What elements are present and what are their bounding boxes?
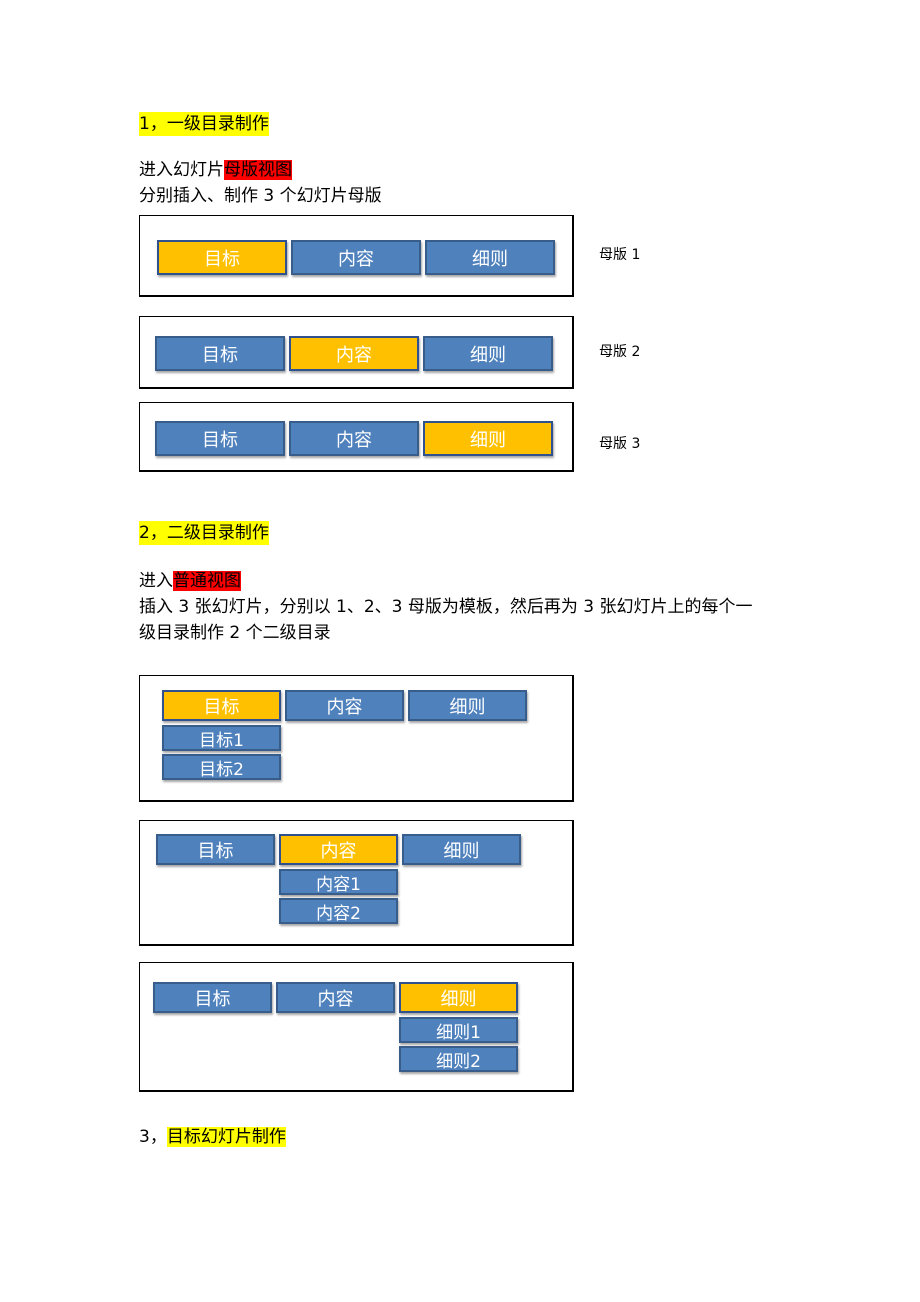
master-slide-3: 目标 内容 细则: [139, 402, 574, 472]
slide-3-tab-goal: 目标: [153, 982, 272, 1013]
section-3-heading: 3，目标幻灯片制作: [139, 1125, 286, 1149]
section-2-line-1: 进入普通视图: [139, 567, 241, 595]
slide-1-sub-2: 目标2: [162, 754, 281, 780]
master-3-tab-rules: 细则: [423, 421, 553, 456]
slide-2-sub-2: 内容2: [279, 898, 398, 924]
section-2-line-3: 级目录制作 2 个二级目录: [139, 623, 331, 643]
section-3-number: 3，: [139, 1127, 167, 1147]
section-2-line-1-prefix: 进入: [139, 571, 173, 591]
master-2-tab-goal: 目标: [155, 336, 285, 371]
slide-1-tab-content: 内容: [285, 690, 404, 721]
slide-3-tab-rules: 细则: [399, 982, 518, 1013]
master-2-tab-rules: 细则: [423, 336, 553, 371]
section-2-heading: 2，二级目录制作: [139, 521, 269, 545]
slide-2-tab-rules: 细则: [402, 834, 521, 865]
slide-3-tab-content: 内容: [276, 982, 395, 1013]
master-3-label: 母版 3: [599, 436, 641, 452]
master-slide-1: 目标 内容 细则: [139, 215, 574, 297]
slide-3-sub-1: 细则1: [399, 1017, 518, 1043]
section-1-line-1: 进入幻灯片母版视图: [139, 156, 292, 184]
slide-2-tab-content: 内容: [279, 834, 398, 865]
section-1-line-1-prefix: 进入幻灯片: [139, 160, 224, 180]
master-3-tab-goal: 目标: [155, 421, 285, 456]
master-1-tab-rules: 细则: [425, 240, 555, 275]
slide-3-sub-2: 细则2: [399, 1046, 518, 1072]
slide-1-tab-goal: 目标: [162, 690, 281, 721]
master-view-highlight: 母版视图: [224, 160, 292, 180]
master-1-tab-goal: 目标: [157, 240, 287, 275]
slide-1-sub-1: 目标1: [162, 725, 281, 751]
slide-2-tab-goal: 目标: [156, 834, 275, 865]
section-2-title: 二级目录制作: [166, 523, 269, 543]
master-3-tab-content: 内容: [289, 421, 419, 456]
master-1-label: 母版 1: [599, 247, 641, 263]
master-2-label: 母版 2: [599, 344, 641, 360]
section-1-heading: 1，一级目录制作: [139, 112, 269, 136]
section-2-number: 2，: [139, 523, 167, 543]
master-1-tab-content: 内容: [291, 240, 421, 275]
master-slide-2: 目标 内容 细则: [139, 316, 574, 389]
section-1-title: 一级目录制作: [166, 114, 269, 134]
master-2-tab-content: 内容: [289, 336, 419, 371]
normal-view-highlight: 普通视图: [173, 571, 241, 591]
slide-1-tab-rules: 细则: [408, 690, 527, 721]
section-3-title: 目标幻灯片制作: [166, 1127, 286, 1147]
section-1-number: 1，: [139, 114, 167, 134]
section-1-line-2: 分别插入、制作 3 个幻灯片母版: [139, 186, 382, 206]
section-2-line-2: 插入 3 张幻灯片，分别以 1、2、3 母版为模板，然后再为 3 张幻灯片上的每…: [139, 597, 753, 617]
slide-2-sub-1: 内容1: [279, 869, 398, 895]
slide-1: 目标 内容 细则 目标1 目标2: [139, 675, 574, 802]
slide-3: 目标 内容 细则 细则1 细则2: [139, 962, 574, 1092]
slide-2: 目标 内容 细则 内容1 内容2: [139, 820, 574, 946]
